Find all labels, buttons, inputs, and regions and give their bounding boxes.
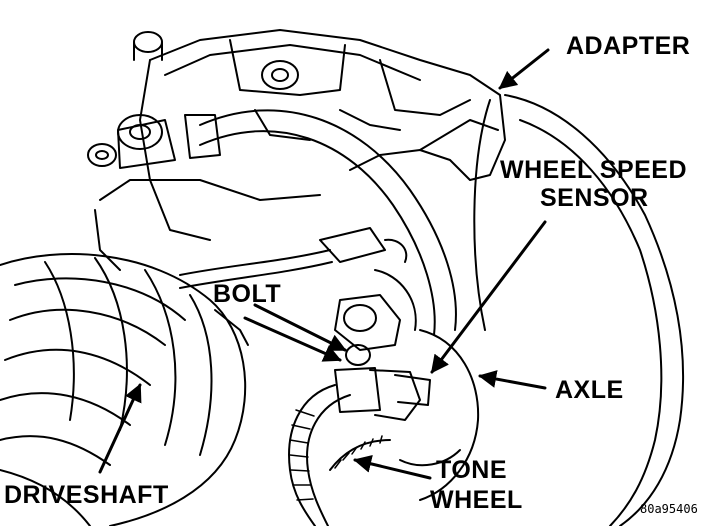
- bolt-leader-lower: [243, 316, 342, 362]
- brake-hose: [184, 109, 457, 336]
- driveshaft-boot: [0, 253, 249, 526]
- label-wheel-speed-line1: WHEEL SPEED: [500, 156, 688, 184]
- bolt-leader-upper: [253, 303, 347, 352]
- driveshaft-leader: [98, 383, 142, 474]
- leader-lines: [98, 48, 550, 480]
- figure-code: 80a95406: [640, 502, 698, 516]
- axle-flange: [399, 329, 480, 501]
- label-tone-line2: WHEEL: [430, 486, 523, 514]
- label-driveshaft: DRIVESHAFT: [4, 481, 169, 509]
- axle-leader: [478, 370, 547, 390]
- caliper-adapter: [94, 29, 506, 271]
- wheel-speed-leader: [430, 220, 547, 374]
- tone-wheel-leader: [353, 455, 432, 480]
- label-tone-line1: TONE: [436, 456, 507, 484]
- label-axle: AXLE: [555, 376, 624, 404]
- sensor-harness: [179, 227, 417, 331]
- label-bolt: BOLT: [213, 280, 282, 308]
- label-wheel-speed-line2: SENSOR: [540, 184, 649, 212]
- tone-wheel: [329, 435, 391, 471]
- sensor-cable: [288, 384, 351, 526]
- caliper-bolts: [87, 31, 299, 169]
- wheel-speed-sensor: [334, 294, 431, 421]
- adapter-leader: [498, 48, 550, 90]
- label-adapter: ADAPTER: [566, 32, 691, 60]
